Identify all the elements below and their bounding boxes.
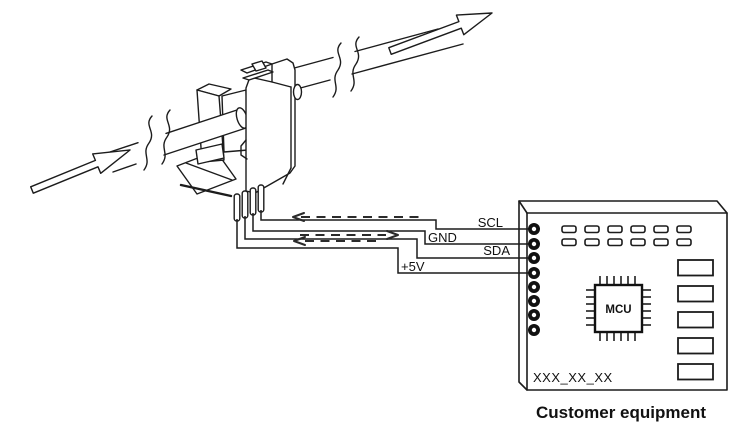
sensor-clip: [240, 60, 274, 81]
flow-out-arrow: [388, 12, 493, 55]
wire-scl: [260, 210, 528, 230]
wire-sda: [244, 216, 528, 259]
scl-direction-arrow: [292, 212, 420, 222]
sensor-body: [240, 58, 296, 194]
tube-break-mark-right: [332, 36, 360, 98]
label-plus5v: +5V: [401, 259, 425, 274]
pad: [528, 267, 540, 279]
pad: [528, 238, 540, 250]
wire-gnd: [252, 213, 528, 245]
connector-pads-right: [677, 259, 714, 381]
flow-in-arrow: [30, 149, 131, 194]
label-gnd: GND: [428, 230, 457, 245]
pin: [257, 184, 265, 213]
label-scl: SCL: [478, 215, 503, 230]
tube-break-mark-left: [143, 109, 171, 171]
sensor-knob: [292, 83, 303, 101]
pad: [528, 252, 540, 264]
pin: [233, 193, 241, 222]
wire-plus5v: [236, 219, 528, 274]
sensor-pins: [233, 184, 265, 222]
sda-direction-arrows: [293, 230, 399, 246]
pad: [528, 324, 540, 336]
mcu-label: MCU: [605, 304, 631, 316]
pad: [528, 281, 540, 293]
pad: [528, 223, 540, 235]
pin: [249, 187, 257, 216]
board-part-number: XXX_XX_XX: [533, 370, 613, 385]
label-sda: SDA: [483, 243, 510, 258]
smd-components: [561, 225, 692, 247]
wires: [236, 210, 528, 274]
mcu-pins: [586, 276, 651, 341]
mcu-chip: MCU: [586, 276, 651, 341]
pad: [528, 309, 540, 321]
pcb-board: MCU XXX_XX_XX: [518, 200, 728, 391]
pcb-pads: [528, 223, 540, 336]
sensor-foot: [176, 150, 237, 198]
pin: [241, 190, 249, 219]
pad: [528, 295, 540, 307]
diagram-caption: Customer equipment: [536, 403, 706, 422]
